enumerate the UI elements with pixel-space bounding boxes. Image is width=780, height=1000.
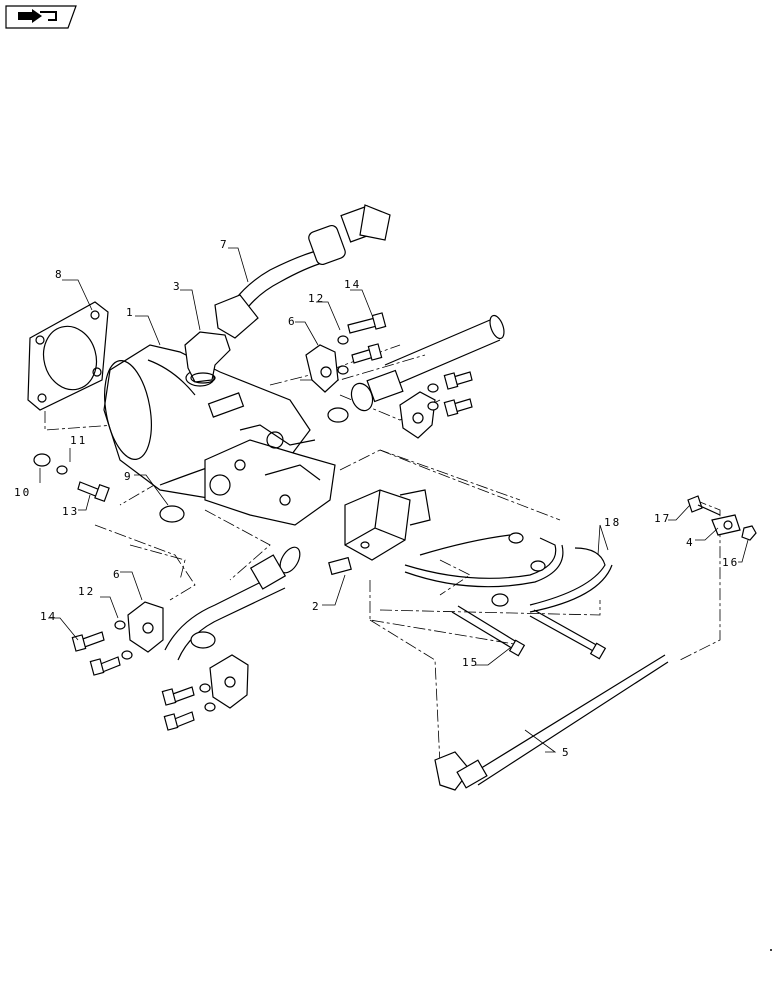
callout-2: 2 <box>312 600 321 613</box>
washer-part-12-upper-b[interactable] <box>337 365 349 375</box>
bolt-part-17[interactable] <box>687 495 721 516</box>
tube-part-5[interactable] <box>434 654 669 791</box>
bolt-part-13[interactable] <box>77 481 110 503</box>
washer-part-12-lower[interactable] <box>114 620 126 630</box>
callout-14-lower: 14 <box>40 610 57 623</box>
bolt-part-14-lower-c[interactable] <box>161 686 195 706</box>
leader-lines <box>39 247 749 753</box>
gasket-part-8[interactable] <box>27 301 109 411</box>
callout-18: 18 <box>604 516 621 529</box>
callout-15: 15 <box>462 656 479 669</box>
callout-13: 13 <box>62 505 79 518</box>
nut-part-16[interactable] <box>741 525 757 541</box>
valve-part-2[interactable] <box>328 489 431 576</box>
callout-16: 16 <box>722 556 739 569</box>
hose-part-18[interactable] <box>404 532 613 613</box>
callout-6-lower: 6 <box>113 568 122 581</box>
callout-14-upper: 14 <box>344 278 361 291</box>
washer-part-12-upper[interactable] <box>337 335 349 345</box>
suction-tube-lower[interactable] <box>164 544 304 661</box>
pump-part-1[interactable] <box>98 344 336 526</box>
assembly-lines <box>44 344 721 766</box>
bolt-part-14-upper[interactable] <box>347 312 387 334</box>
page-mark <box>770 949 772 951</box>
flange-half-part-6-lower-b[interactable] <box>209 654 249 709</box>
washer-part-12-lower-b[interactable] <box>121 650 133 660</box>
bolt-part-14-upper-d[interactable] <box>443 398 473 417</box>
callout-12-upper: 12 <box>308 292 325 305</box>
callout-10: 10 <box>14 486 31 499</box>
washer-part-12-lower-c[interactable] <box>199 683 211 693</box>
washer-part-12-lower-d[interactable] <box>204 702 216 712</box>
long-bolt-part-15[interactable] <box>451 605 607 660</box>
bolt-part-14-upper-c[interactable] <box>443 371 473 390</box>
flange-half-part-6-lower[interactable] <box>127 601 164 653</box>
elbow-fitting-part-3[interactable] <box>184 331 231 384</box>
callout-6-upper: 6 <box>288 315 297 328</box>
lock-washer-part-11[interactable] <box>56 465 68 475</box>
callout-labels: 8 1 3 7 14 12 6 11 9 10 13 6 12 14 2 18 … <box>14 238 739 759</box>
washer-part-12-upper-c[interactable] <box>427 383 439 393</box>
callout-4: 4 <box>686 536 695 549</box>
callout-3: 3 <box>173 280 182 293</box>
callout-11: 11 <box>70 434 87 447</box>
bolt-part-14-upper-b[interactable] <box>351 343 383 364</box>
callout-1: 1 <box>126 306 135 319</box>
suction-tube-upper[interactable] <box>327 314 507 423</box>
bolt-part-14-lower[interactable] <box>71 631 105 652</box>
callout-12-lower: 12 <box>78 585 95 598</box>
callout-9: 9 <box>124 470 133 483</box>
flange-half-part-6-upper-right[interactable] <box>399 391 436 439</box>
flange-half-part-6-upper[interactable] <box>305 344 339 393</box>
bolt-part-14-lower-d[interactable] <box>163 711 195 731</box>
callout-8: 8 <box>55 268 64 281</box>
clamp-part-4[interactable] <box>711 514 741 536</box>
callout-5: 5 <box>562 746 571 759</box>
o-ring-part-9[interactable] <box>159 505 185 523</box>
bolt-part-14-lower-b[interactable] <box>89 656 121 676</box>
washer-part-10[interactable] <box>33 453 51 467</box>
washer-part-12-upper-d[interactable] <box>427 401 439 411</box>
hose-part-7[interactable] <box>214 204 391 339</box>
callout-17: 17 <box>654 512 671 525</box>
back-arrow-icon[interactable] <box>5 5 77 29</box>
callout-7: 7 <box>220 238 229 251</box>
